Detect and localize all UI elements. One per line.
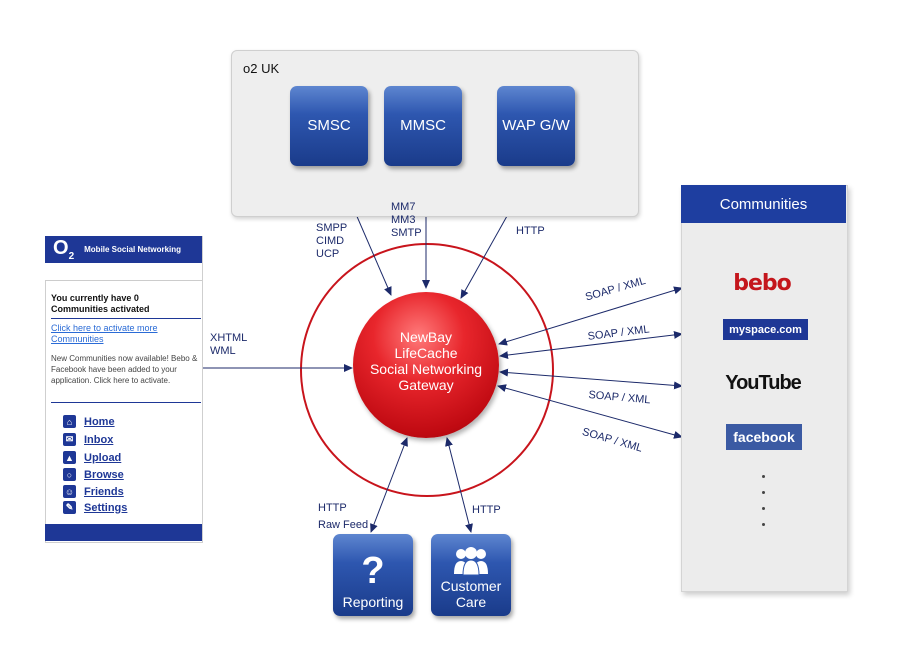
- care-protocol: HTTP: [472, 504, 501, 516]
- gateway-label: NewBay LifeCache Social Networking Gatew…: [369, 329, 483, 393]
- activate-communities-link[interactable]: Click here to activate more Communities: [51, 323, 158, 344]
- reporting-connector: [370, 437, 408, 533]
- phone-menu-friends[interactable]: ☺Friends: [63, 485, 124, 498]
- ellipsis-dot: [762, 507, 765, 510]
- phone-footer: [45, 524, 202, 541]
- reporting-protocols: HTTP Raw Feed: [318, 502, 369, 531]
- reporting-box[interactable]: ? Reporting: [333, 534, 413, 616]
- phone-notice-text[interactable]: New Communities now available! Bebo & Fa…: [51, 354, 198, 385]
- people-icon: [454, 547, 488, 576]
- youtube-logo[interactable]: YouTube: [725, 371, 802, 394]
- phone-menu-browse[interactable]: ○Browse: [63, 468, 124, 481]
- magnifier-icon: ○: [63, 468, 76, 481]
- customer-care-box[interactable]: Customer Care: [431, 534, 511, 616]
- house-icon: ⌂: [63, 415, 76, 428]
- phone-protocols: XHTML WML: [210, 332, 248, 357]
- reporting-label: Reporting: [342, 593, 404, 610]
- o2uk-title: o2 UK: [243, 61, 280, 76]
- envelope-icon: ✉: [63, 433, 76, 446]
- gateway-circle[interactable]: NewBay LifeCache Social Networking Gatew…: [353, 292, 499, 438]
- upload-arrow-icon: ▲: [63, 451, 76, 464]
- phone-header-title: Mobile Social Networking: [84, 245, 182, 254]
- phone-status-text: You currently have 0 Communities activat…: [51, 293, 150, 314]
- phone-divider: [51, 318, 201, 319]
- bebo-logo[interactable]: bebo: [733, 270, 792, 296]
- care-connector: [445, 437, 473, 533]
- myspace-logo[interactable]: myspace.com: [723, 319, 808, 340]
- ellipsis-dot: [762, 523, 765, 526]
- people-icon: ☺: [63, 485, 76, 498]
- wrench-icon: ✎: [63, 501, 76, 514]
- wap-gateway-box[interactable]: WAP G/W: [497, 86, 575, 166]
- phone-header: O2 Mobile Social Networking: [45, 236, 202, 263]
- phone-menu-upload[interactable]: ▲Upload: [63, 451, 121, 464]
- mmsc-protocols: MM7 MM3 SMTP: [391, 201, 422, 239]
- phone-menu-settings[interactable]: ✎Settings: [63, 501, 127, 514]
- customer-care-label: Customer Care: [440, 578, 502, 610]
- phone-menu-home[interactable]: ⌂Home: [63, 415, 115, 428]
- ellipsis-dot: [762, 475, 765, 478]
- youtube-connector: [499, 368, 683, 390]
- wap-protocol: HTTP: [516, 225, 545, 237]
- smsc-box[interactable]: SMSC: [290, 86, 368, 166]
- o2-logo: O2: [53, 237, 75, 262]
- myspace-connector: [499, 330, 683, 360]
- mmsc-box[interactable]: MMSC: [384, 86, 462, 166]
- facebook-connector: [497, 384, 683, 439]
- smsc-protocols: SMPP CIMD UCP: [316, 222, 348, 260]
- ellipsis-dot: [762, 491, 765, 494]
- communities-title: Communities: [681, 185, 846, 223]
- phone-divider: [51, 402, 201, 403]
- phone-menu-inbox[interactable]: ✉Inbox: [63, 433, 113, 446]
- phone-toolbar: [45, 263, 202, 281]
- facebook-logo[interactable]: facebook: [726, 424, 802, 450]
- question-mark-icon: ?: [361, 549, 385, 592]
